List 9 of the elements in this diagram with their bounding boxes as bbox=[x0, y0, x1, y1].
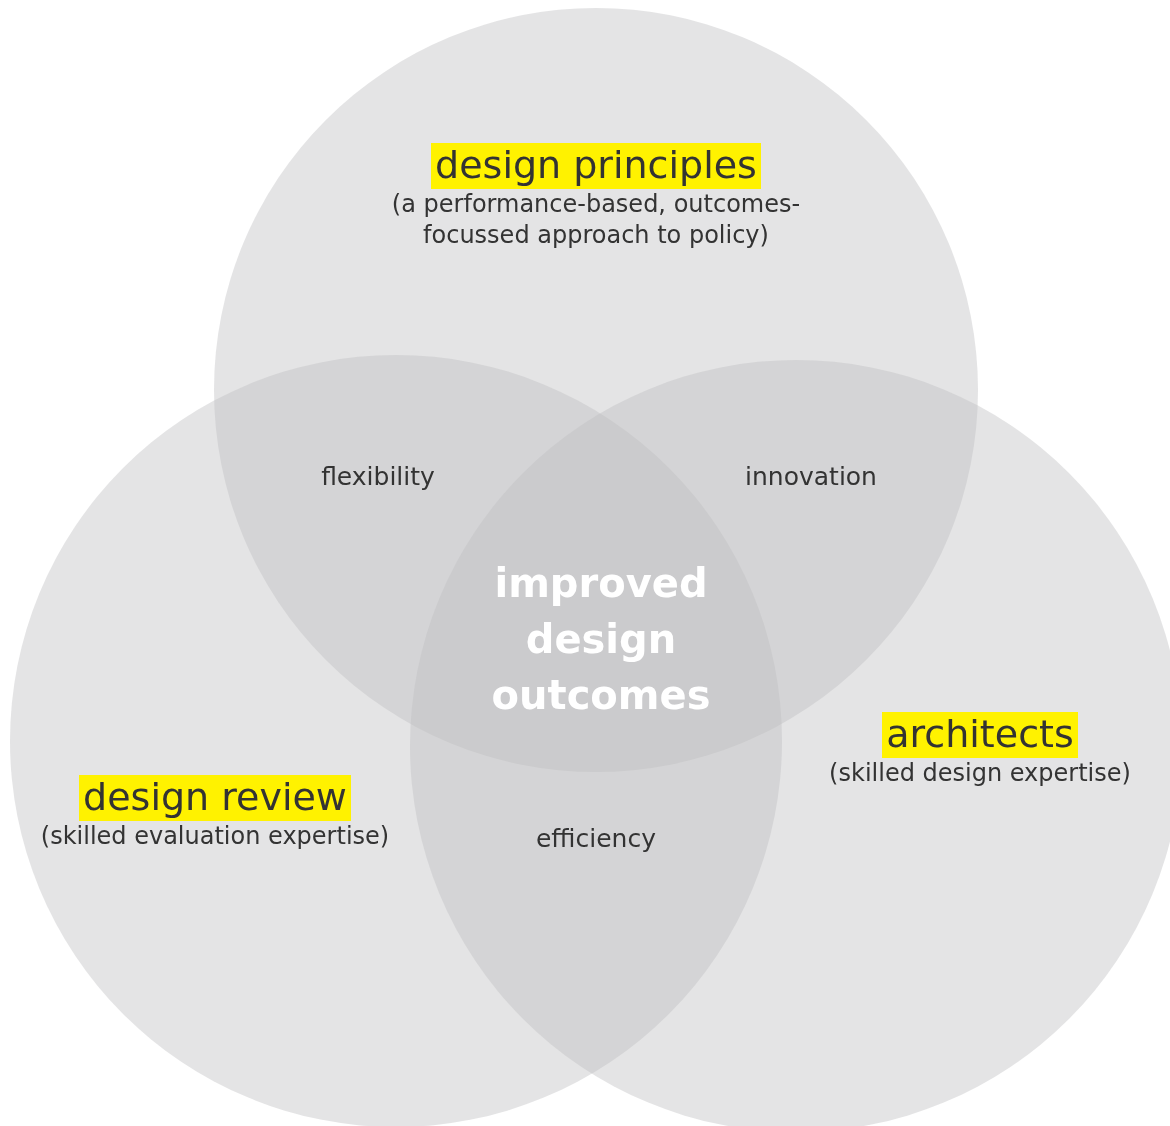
highlighted-heading: design review bbox=[79, 775, 351, 821]
highlighted-heading: architects bbox=[882, 712, 1078, 758]
highlighted-heading: design principles bbox=[431, 143, 761, 189]
subtitle-text: (skilled evaluation expertise) bbox=[39, 820, 391, 852]
subtitle-text: (skilled design expertise) bbox=[828, 757, 1132, 789]
subtitle-text: (a performance-based, outcomes-focussed approach to policy) bbox=[390, 188, 802, 251]
region-label: efficiency bbox=[535, 824, 657, 853]
region-label: flexibility bbox=[320, 462, 436, 491]
region-label: innovation bbox=[744, 462, 878, 491]
